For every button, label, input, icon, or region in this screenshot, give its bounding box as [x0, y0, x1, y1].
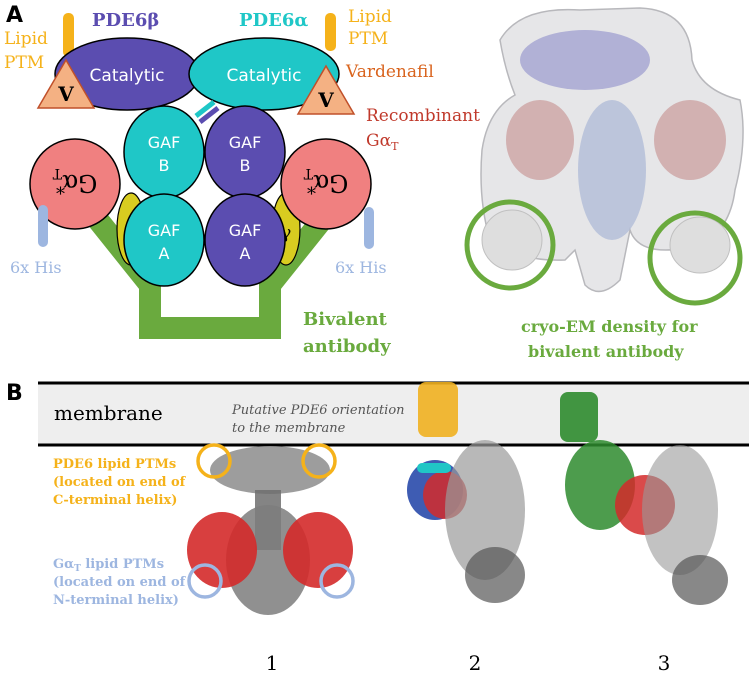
galpha-right-asterisk: *: [307, 184, 316, 205]
structure-2-grey: [445, 440, 525, 580]
structure-1-galpha-left: [187, 512, 257, 588]
ga-ptm-circle-right: [319, 563, 355, 599]
galpha-t-right: [280, 138, 372, 230]
putative-line2: to the membrane: [232, 421, 346, 436]
ga-ptm-line3: N-terminal helix): [53, 593, 179, 608]
gaf-a-beta: [204, 193, 286, 287]
catalytic-domain-alpha: [188, 37, 340, 111]
density-antibody-right: [669, 216, 731, 274]
lipid-anchor-left: [63, 13, 74, 57]
antibody-circle-right: [647, 210, 743, 306]
membrane-band: [38, 383, 749, 445]
lipid-ptm-right-line1: Lipid: [348, 7, 392, 27]
gamma-right-label: γ: [281, 222, 292, 243]
membrane-label: membrane: [54, 401, 163, 425]
gaf-b-beta: [204, 105, 286, 199]
gaf-b-alpha: [123, 105, 205, 199]
his-tag-left: [38, 205, 48, 247]
recombinant-galpha-label: GαT: [366, 131, 399, 153]
bivalent-label-line1: Bivalent: [303, 309, 388, 330]
vardenafil-triangle-left: [36, 58, 96, 109]
gaf-b-left-sub: B: [159, 156, 170, 175]
structure-number-3: 3: [658, 651, 671, 675]
structure-3-receptor: [560, 392, 598, 442]
ga-ptm-line1: GαT lipid PTMs: [53, 557, 164, 574]
structure-3-dark: [672, 555, 728, 605]
galpha-t-left-label: GαT: [52, 165, 97, 197]
recombinant-label: Recombinant: [366, 106, 480, 126]
cryo-label-line1: cryo-EM density for: [521, 317, 698, 336]
galpha-t-left-label-group: GαT: [52, 165, 97, 197]
panel-b-label: B: [6, 381, 23, 406]
gaf-a-right-sub: A: [240, 244, 251, 263]
cryo-em-density-map: [480, 7, 744, 293]
gaf-b-right-sub: B: [240, 156, 251, 175]
structure-3-grey: [642, 445, 718, 575]
density-galpha-right: [654, 100, 726, 180]
gaf-a-right-label: GAF: [229, 221, 262, 240]
gaf-a-left-label: GAF: [148, 221, 181, 240]
lipid-anchor-right: [325, 13, 336, 51]
gaf-a-alpha: [123, 193, 205, 287]
pde6b-label: PDE6β: [92, 10, 159, 31]
density-galpha-left: [506, 100, 574, 180]
panel-a-label: A: [6, 3, 23, 28]
gaf-b-right-label: GAF: [229, 133, 262, 152]
bivalent-label-line2: antibody: [303, 336, 391, 357]
gaf-a-left-sub: A: [159, 244, 170, 263]
linker-alpha: [194, 100, 216, 118]
his-left-label: 6x His: [10, 258, 62, 277]
putative-line1: Putative PDE6 orientation: [231, 403, 405, 418]
his-right-label: 6x His: [335, 258, 387, 277]
catalytic-right-label: Catalytic: [227, 66, 302, 86]
structure-1-galpha-right: [283, 512, 353, 588]
structure-3: [560, 392, 728, 605]
structure-2-cyan: [417, 463, 451, 473]
structure-number-1: 1: [266, 651, 279, 675]
structure-2-receptor: [418, 382, 458, 437]
vardenafil-v-left: V: [57, 82, 74, 106]
galpha-t-right-label: GαT: [303, 165, 348, 197]
vardenafil-v-right: V: [317, 88, 334, 112]
pde6a-label: PDE6α: [239, 10, 308, 31]
ga-ptm-circle-left: [187, 563, 223, 599]
vardenafil-triangle-right: [296, 64, 356, 115]
structure-1-catalytic: [210, 446, 330, 494]
galpha-t-right-label-group: GαT: [303, 165, 348, 197]
structure-number-2: 2: [469, 651, 482, 675]
structure-1: [187, 446, 353, 615]
gaf-b-left-label: GAF: [148, 133, 181, 152]
pde6-ptm-line1: PDE6 lipid PTMs: [53, 457, 176, 472]
vardenafil-label: Vardenafil: [345, 62, 434, 82]
structure-2: [407, 382, 525, 603]
his-tag-right: [364, 207, 374, 249]
density-catalytic-region: [520, 30, 650, 90]
antibody-circle-left: [464, 199, 556, 291]
pde6-ptm-circle-left: [196, 443, 232, 479]
catalytic-left-label: Catalytic: [90, 66, 165, 86]
density-antibody-left: [481, 209, 543, 271]
galpha-t-left: [29, 138, 121, 230]
lipid-ptm-left-line2: PTM: [4, 53, 44, 73]
cryo-label-line2: bivalent antibody: [528, 342, 684, 361]
lipid-ptm-left-line1: Lipid: [4, 29, 48, 49]
density-gaf-region: [578, 100, 646, 240]
lipid-ptm-right-line2: PTM: [348, 29, 388, 49]
pde6-ptm-line3: C-terminal helix): [53, 493, 177, 508]
pde6-ptm-line2: (located on end of: [53, 475, 187, 490]
structure-2-dark: [465, 547, 525, 603]
linker-beta: [198, 106, 220, 124]
ga-ptm-line2: (located on end of: [53, 575, 187, 590]
galpha-left-asterisk: *: [56, 184, 65, 205]
pde6-ptm-circle-right: [301, 443, 337, 479]
